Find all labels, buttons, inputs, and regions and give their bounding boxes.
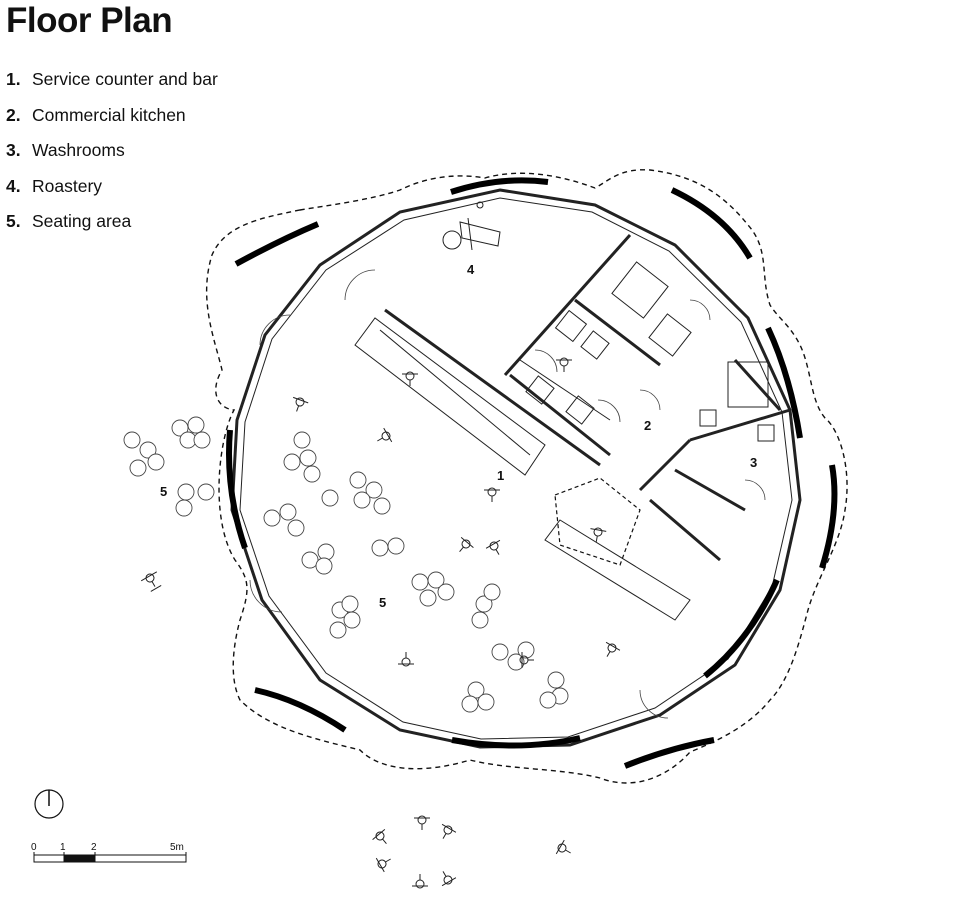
north-arrow-icon <box>34 789 64 819</box>
legend-number: 5. <box>6 211 21 231</box>
legend-label: Commercial kitchen <box>32 104 186 125</box>
scale-tick-5m: 5m <box>170 842 184 853</box>
legend-number: 1. <box>6 69 21 89</box>
legend-label: Seating area <box>32 211 132 231</box>
legend-item-3: 3. Washrooms <box>6 137 218 173</box>
scale-tick-2: 2 <box>91 842 97 853</box>
room-label-seating-inside: 5 <box>379 595 386 610</box>
room-label-counter: 1 <box>497 468 504 483</box>
interior-walls <box>384 234 791 562</box>
legend-item-2: 2. Commercial kitchen <box>6 102 218 138</box>
door-swings <box>249 269 766 719</box>
legend-number: 2. <box>6 104 21 125</box>
room-label-washrooms: 3 <box>750 455 757 470</box>
scale-tick-1: 1 <box>60 842 66 853</box>
room-label-roastery: 4 <box>467 262 475 277</box>
legend-label: Washrooms <box>32 140 125 160</box>
kitchen-fixtures <box>525 261 775 442</box>
room-legend: 1. Service counter and bar 2. Commercial k… <box>6 66 218 244</box>
page-title: Floor Plan <box>6 1 173 40</box>
legend-item-1: 1. Service counter and bar <box>6 66 218 102</box>
bar-zone <box>554 477 641 566</box>
room-label-seating-outside: 5 <box>160 484 167 499</box>
legend-item-4: 4. Roastery <box>6 173 218 209</box>
roaster-machine <box>442 201 501 251</box>
scale-bar: 0 1 2 5m <box>31 842 187 863</box>
outdoor-boundary <box>205 169 848 784</box>
legend-label: Service counter and bar <box>32 69 218 89</box>
seating-chairs <box>123 416 569 713</box>
legend-number: 4. <box>6 175 21 196</box>
legend-label: Roastery <box>32 175 103 196</box>
people-figures <box>140 357 621 889</box>
facade-panels <box>226 177 838 769</box>
service-counter <box>354 317 691 621</box>
scale-tick-0: 0 <box>31 842 37 853</box>
room-label-kitchen: 2 <box>644 418 651 433</box>
legend-item-5: 5. Seating area <box>6 208 218 244</box>
legend-number: 3. <box>6 140 21 160</box>
